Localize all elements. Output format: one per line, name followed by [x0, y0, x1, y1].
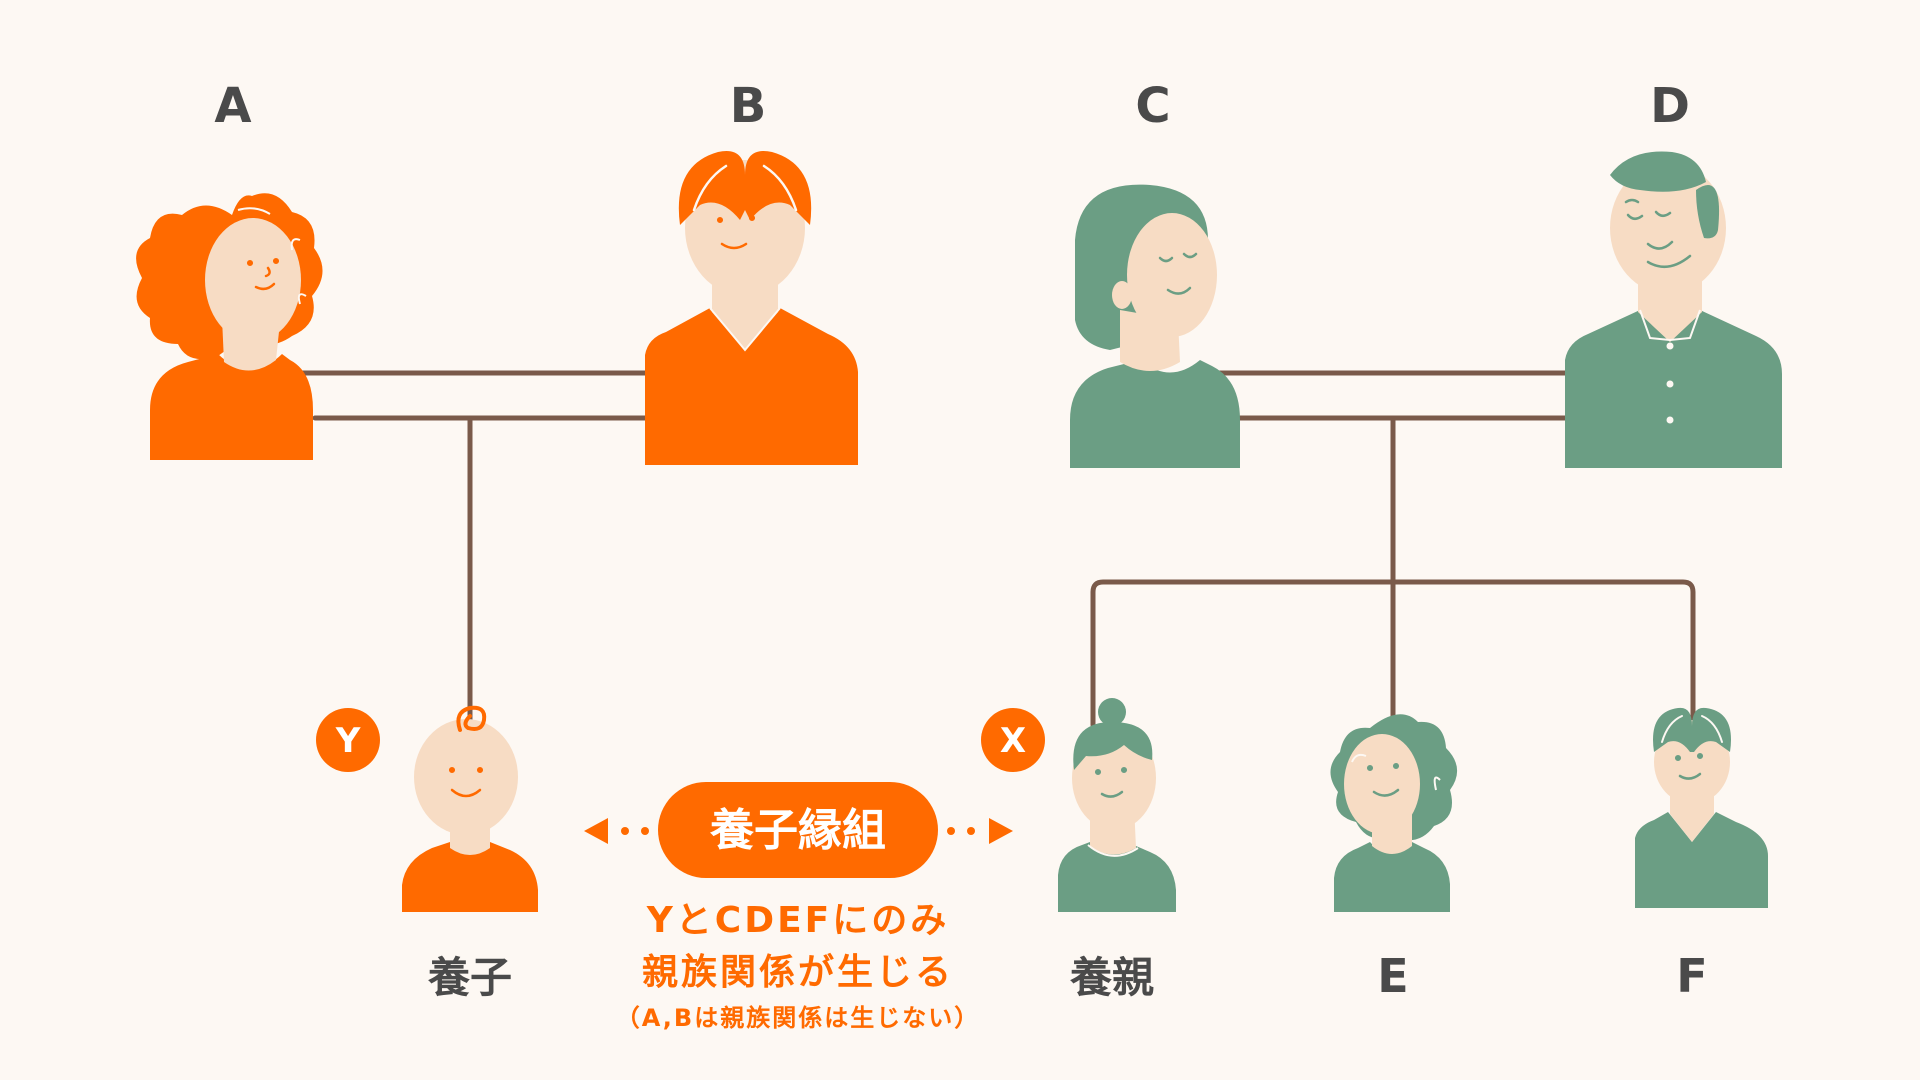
label-b: B [730, 78, 767, 134]
person-c-neck [1120, 310, 1180, 371]
person-f-hair [1653, 707, 1731, 752]
person-e-hair-curls [1351, 753, 1441, 791]
label-adoptee: 養子 [427, 953, 512, 1002]
person-adoptee-curl [456, 705, 487, 732]
person-f-features [1674, 752, 1704, 780]
person-c-body [1070, 360, 1240, 468]
adoption-pill [658, 782, 938, 878]
person-adoptive-parent-hair [1073, 722, 1153, 770]
person-b-features [716, 214, 756, 250]
person-adoptee-features [448, 766, 484, 798]
badge-x-text: X [1000, 721, 1026, 761]
person-a-neck [222, 318, 280, 371]
label-d: D [1650, 78, 1690, 134]
adoption-note-line3: （A,Bは親族関係は生じない） [616, 1004, 980, 1032]
person-e-face [1344, 734, 1420, 834]
person-adoptive-parent-collar [1087, 844, 1139, 857]
dot-right-1 [947, 827, 955, 835]
person-b-hair-detail [692, 164, 798, 212]
person-f [1635, 707, 1768, 908]
adoption-pill-label: 養子縁組 [709, 805, 886, 856]
person-d [1565, 151, 1782, 468]
person-f-body [1635, 812, 1768, 908]
person-d-hair-front [1610, 151, 1706, 192]
label-adoptive-parent: 養親 [1069, 953, 1154, 1002]
badge-y [316, 708, 380, 772]
arrow-right-icon [989, 818, 1013, 844]
person-adoptive-parent-body [1058, 842, 1176, 912]
dot-right-2 [967, 827, 975, 835]
adoption-connector: 養子縁組 [584, 782, 1013, 878]
person-a-features [246, 257, 280, 291]
label-a: A [214, 78, 251, 134]
person-d-hair-side [1696, 185, 1720, 239]
person-f-hair-detail [1661, 715, 1723, 743]
person-adoptive-parent: X [981, 698, 1176, 912]
badge-x [981, 708, 1045, 772]
person-b-collar [709, 307, 781, 352]
person-e [1330, 714, 1458, 912]
person-b [645, 150, 858, 465]
person-adoptee-face [414, 719, 518, 835]
person-e-features [1366, 762, 1400, 797]
person-e-body [1334, 842, 1450, 912]
sibling-branch-line [1090, 579, 1696, 728]
person-adoptee: Y [316, 705, 538, 912]
label-c: C [1135, 78, 1170, 134]
person-c-ear [1112, 281, 1132, 309]
person-a [136, 193, 323, 460]
dot-left-2 [641, 827, 649, 835]
label-e: E [1377, 949, 1408, 1003]
person-c-features [1158, 252, 1198, 295]
person-c-face [1127, 213, 1217, 337]
person-adoptive-parent-bun [1098, 698, 1126, 726]
person-a-face [205, 218, 301, 342]
person-d-features [1624, 198, 1692, 269]
person-e-neck [1372, 812, 1412, 854]
label-f: F [1676, 949, 1707, 1003]
person-labels: A B C D 養子 養親 E F [214, 78, 1707, 1003]
person-a-body [150, 354, 313, 460]
person-d-collar [1639, 309, 1701, 342]
person-adoptive-parent-features [1094, 766, 1128, 798]
dot-left-1 [621, 827, 629, 835]
person-a-hair-curls [237, 207, 307, 305]
adoption-note-line1: YとCDEFにのみ [646, 900, 950, 941]
arrow-left-icon [584, 818, 608, 844]
person-c [1070, 184, 1240, 468]
person-b-body [645, 308, 858, 465]
person-d-body [1565, 310, 1782, 468]
person-adoptee-body [402, 842, 538, 912]
connector-lines [277, 370, 1696, 728]
person-d-buttons [1666, 342, 1674, 424]
adoption-note: YとCDEFにのみ 親族関係が生じる （A,Bは親族関係は生じない） [616, 900, 980, 1032]
adoption-note-line2: 親族関係が生じる [642, 952, 954, 993]
person-b-hair [678, 150, 812, 225]
badge-y-text: Y [335, 721, 361, 761]
